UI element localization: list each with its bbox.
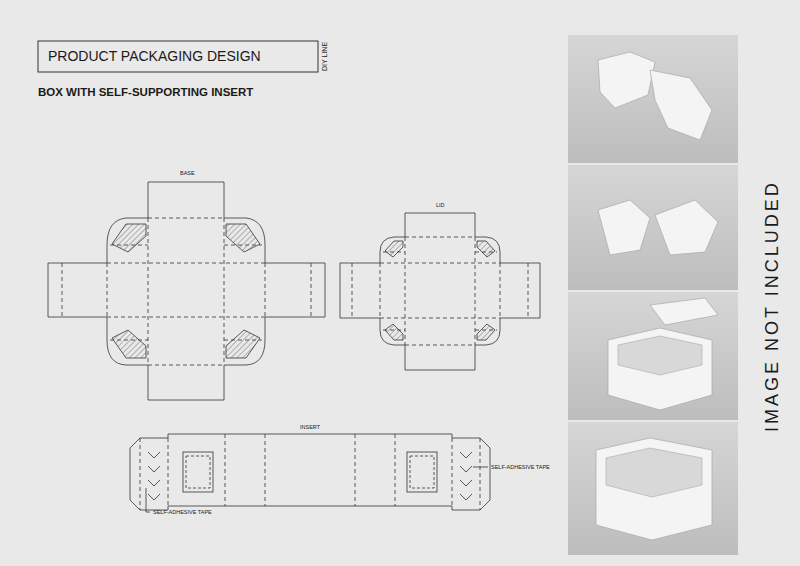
lid-dieline [340, 213, 540, 370]
tape-note: SELF-ADHESIVE TAPE [153, 509, 212, 515]
diagram-title: PRODUCT PACKAGING DESIGN [48, 48, 261, 64]
tape-note: SELF-ADHESIVE TAPE [491, 464, 550, 470]
part-name: BASE [180, 170, 195, 176]
part-name: LID [436, 202, 445, 208]
title-frame [38, 41, 318, 72]
base-dieline [48, 182, 325, 400]
leader-line [473, 467, 488, 468]
series-label: DIY LINE [321, 42, 329, 71]
notice-text: IMAGE NOT INCLUDED [762, 180, 783, 432]
part-name: INSERT [300, 424, 320, 430]
insert-dieline [130, 434, 490, 512]
subtitle: BOX WITH SELF-SUPPORTING INSERT [38, 86, 253, 99]
leader-line [146, 488, 150, 512]
photo-panel [568, 35, 738, 555]
